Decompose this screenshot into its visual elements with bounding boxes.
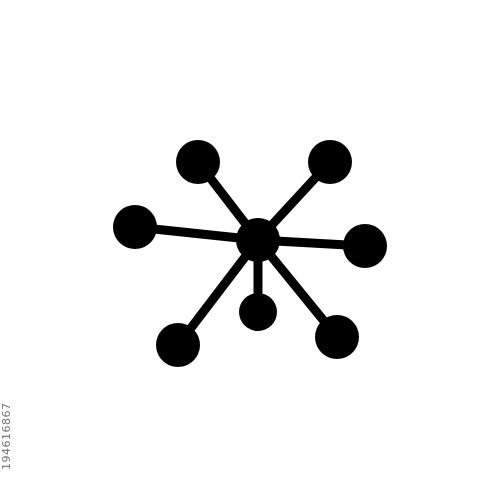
stock-id-label: 194616867 [0,402,13,471]
link-bottom-left [173,235,263,350]
hub-node [236,218,280,262]
node-bottom [239,293,277,331]
node-bottom-right [315,315,359,359]
node-right [343,224,387,268]
node-bottom-left [156,323,200,367]
node-top-left [176,140,220,184]
node-left [113,205,157,249]
node-top-right [308,140,352,184]
network-nodes [113,140,387,367]
